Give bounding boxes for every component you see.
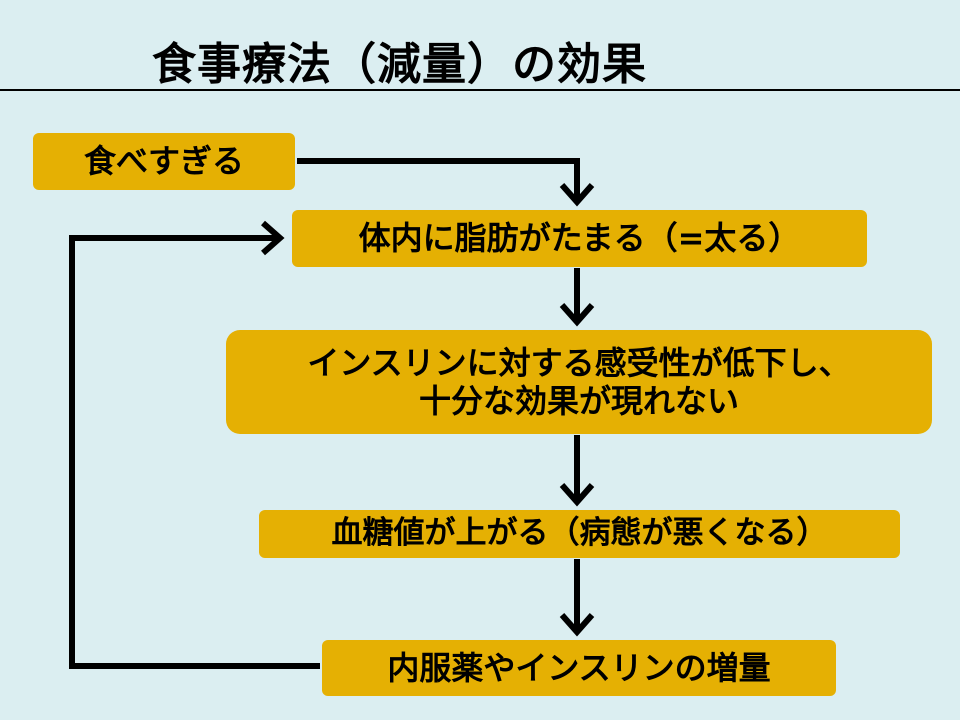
step-medication-label: 内服薬やインスリンの増量 xyxy=(387,648,771,687)
slide-title: 食事療法（減量）の効果 xyxy=(152,39,647,90)
arrowhead-fat-to-insulin xyxy=(559,303,595,327)
step-fat-accumulation: 体内に脂肪がたまる（=太る） xyxy=(292,210,867,267)
arrowhead-overeating-to-fat xyxy=(559,183,595,207)
step-medication-increase: 内服薬やインスリンの増量 xyxy=(322,640,836,696)
step-insulin-resistance: インスリンに対する感受性が低下し、 十分な効果が現れない xyxy=(226,330,932,434)
arrowhead-feedback-loop xyxy=(261,220,285,256)
step-insulin-label-line1: インスリンに対する感受性が低下し、 xyxy=(307,343,851,382)
step-glucose-label: 血糖値が上がる（病態が悪くなる） xyxy=(331,515,828,552)
arrow-overeating-to-fat xyxy=(297,158,580,200)
title-divider xyxy=(0,89,960,91)
arrow-feedback-loop xyxy=(69,235,320,669)
step-blood-glucose-rise: 血糖値が上がる（病態が悪くなる） xyxy=(259,510,900,558)
step-overeating-label: 食べすぎる xyxy=(83,142,244,181)
arrowhead-insulin-to-glucose xyxy=(559,483,595,507)
step-fat-label: 体内に脂肪がたまる（=太る） xyxy=(358,219,801,258)
step-insulin-label-line2: 十分な効果が現れない xyxy=(418,382,739,420)
arrowhead-glucose-to-medication xyxy=(559,613,595,637)
step-overeating: 食べすぎる xyxy=(33,133,295,190)
